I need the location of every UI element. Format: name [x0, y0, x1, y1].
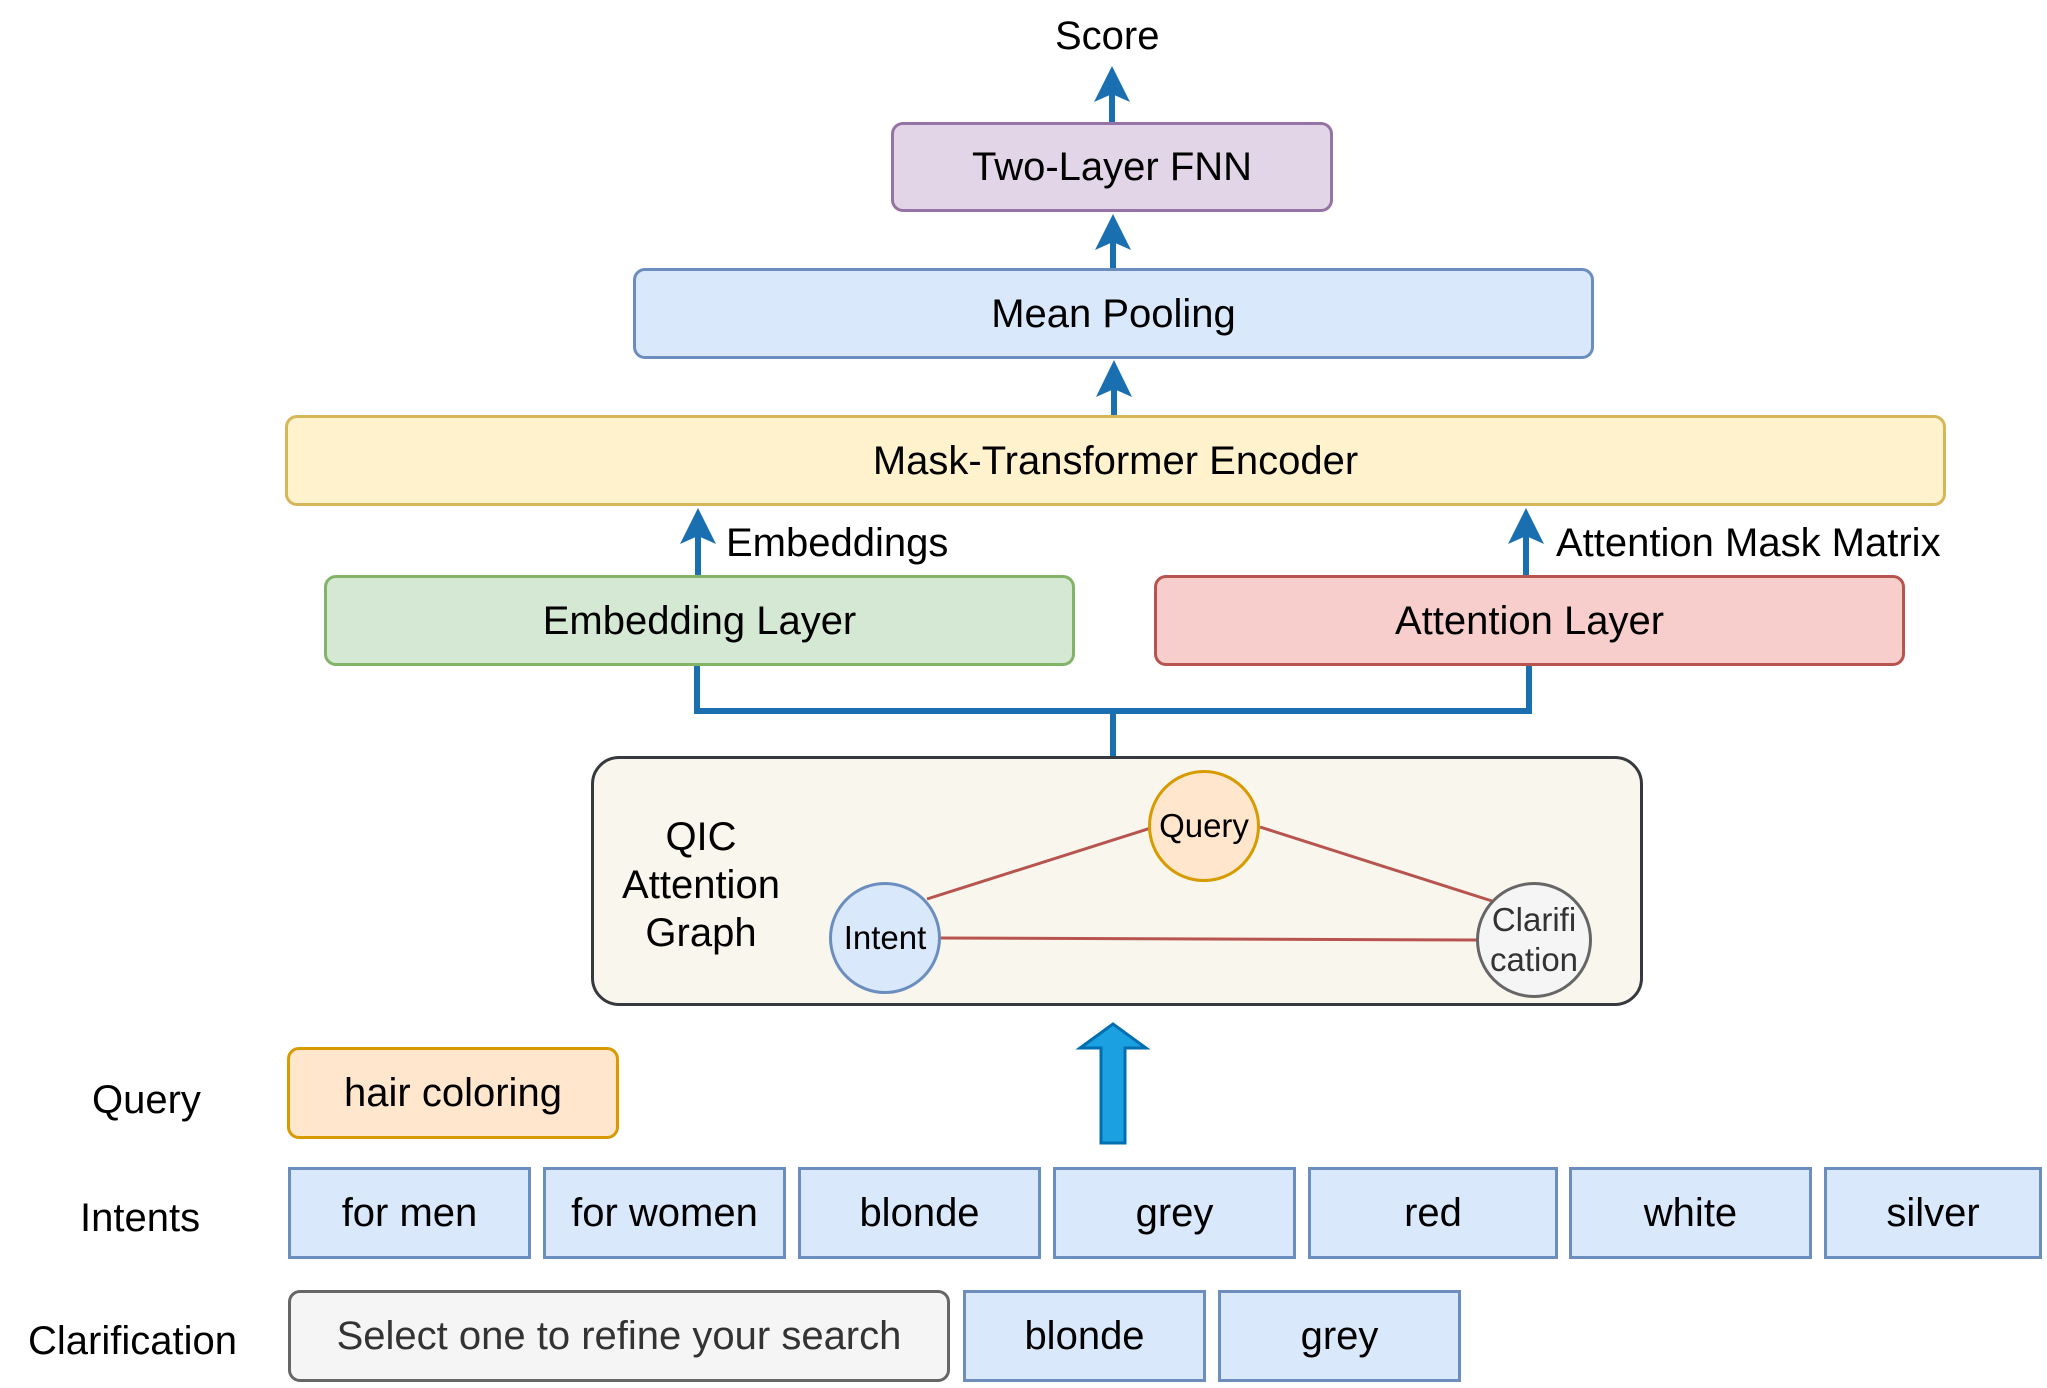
arrowhead-pooling: [1096, 360, 1132, 397]
intent-chip[interactable]: for women: [543, 1167, 786, 1259]
clarification-option[interactable]: grey: [1218, 1290, 1461, 1382]
intent-chip[interactable]: white: [1569, 1167, 1812, 1259]
graph-title: QIC Attention Graph: [622, 815, 780, 955]
node-query: Query: [1148, 770, 1260, 882]
clarification-option[interactable]: blonde: [963, 1290, 1206, 1382]
embedding-layer: Embedding Layer: [324, 575, 1075, 666]
intent-chip[interactable]: for men: [288, 1167, 531, 1259]
intent-chip[interactable]: red: [1308, 1167, 1558, 1259]
arrowhead-fnn: [1095, 214, 1131, 250]
arrowhead-score: [1094, 66, 1130, 102]
edge-intent-clarification: [939, 936, 1478, 942]
graph-edges: [926, 825, 1493, 942]
arrowhead-mask: [1508, 508, 1544, 544]
clarification-row-label: Clarification: [28, 1319, 237, 1363]
node-intent: Intent: [829, 882, 941, 994]
attention-mask-label: Attention Mask Matrix: [1556, 521, 1941, 565]
query-row-label: Query: [92, 1078, 201, 1122]
edge-intent-query: [926, 825, 1155, 901]
fnn-layer: Two-Layer FNN: [891, 122, 1333, 212]
node-clarification: Clarifi cation: [1476, 882, 1592, 998]
edge-query-clarification: [1259, 825, 1493, 903]
fork-graph-to-layers: [694, 664, 1532, 756]
qic-attention-graph: QIC Attention Graph Query Intent Clarifi…: [591, 756, 1643, 1006]
input-arrow: [1075, 1022, 1151, 1145]
score-label: Score: [1055, 14, 1160, 58]
embeddings-label: Embeddings: [726, 521, 949, 565]
encoder-layer: Mask-Transformer Encoder: [285, 415, 1946, 506]
intent-chip[interactable]: grey: [1053, 1167, 1296, 1259]
intent-chip[interactable]: blonde: [798, 1167, 1041, 1259]
intent-chip[interactable]: silver: [1824, 1167, 2042, 1259]
arrowhead-embeddings: [680, 508, 716, 544]
clarification-prompt: Select one to refine your search: [288, 1290, 950, 1382]
attention-layer: Attention Layer: [1154, 575, 1905, 666]
mean-pooling-layer: Mean Pooling: [633, 268, 1594, 359]
query-value: hair coloring: [287, 1047, 619, 1139]
intents-row-label: Intents: [80, 1196, 201, 1240]
